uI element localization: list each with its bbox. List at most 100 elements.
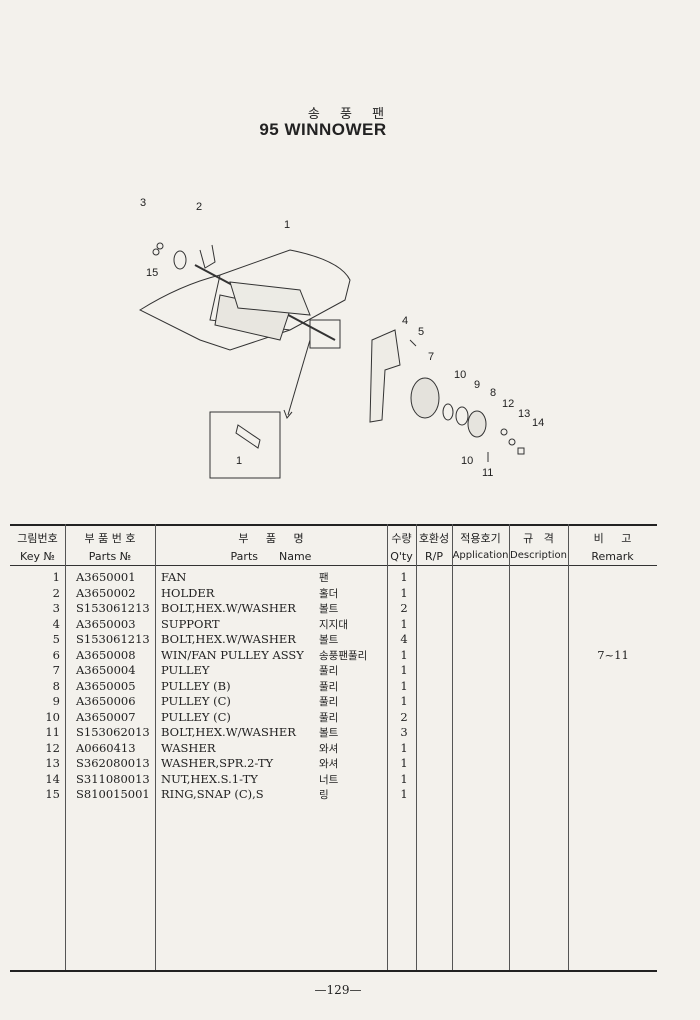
callout-label: 10: [461, 455, 473, 467]
cell-part-name-ko: 풀리: [319, 696, 339, 708]
cell-part-name: BOLT,HEX.W/WASHER: [161, 725, 296, 739]
cell-qty: 1: [400, 787, 408, 801]
detail-box: [309, 319, 341, 349]
cell-part-name: SUPPORT: [161, 616, 220, 631]
table-top-rule: [10, 524, 657, 526]
callout-label: 14: [532, 417, 544, 429]
pulley-9: [455, 406, 469, 426]
callout-label: 10: [454, 369, 466, 381]
cell-part-name: PULLEY: [161, 663, 210, 677]
cell-key: 13: [45, 756, 60, 770]
column-divider: [509, 524, 510, 970]
callout-label: 12: [502, 398, 514, 410]
cell-key: 10: [45, 709, 60, 724]
detail-shaft: [235, 424, 261, 449]
cell-remark: 7~11: [597, 647, 629, 662]
table-header-rule: [10, 565, 657, 566]
fan-blade: [229, 281, 311, 316]
cell-part-name-ko: 홀더: [319, 587, 339, 600]
cell-qty: 1: [400, 570, 408, 584]
header-parts-no-en: Parts №: [88, 550, 132, 563]
pulley-8: [467, 410, 487, 438]
cell-part-number: A3650008: [76, 647, 136, 662]
cell-key: 9: [52, 694, 60, 708]
header-remark-ko: 비 고: [593, 532, 632, 545]
cell-qty: 1: [400, 694, 408, 708]
cell-part-number: A3650007: [76, 709, 136, 724]
snap-ring: [152, 248, 160, 256]
cell-part-number: S153061213: [76, 601, 150, 615]
header-application-en: Application: [452, 550, 509, 561]
nut-14: [517, 447, 525, 455]
cell-qty: 1: [400, 647, 408, 662]
header-description-en: Description: [510, 550, 567, 561]
cell-part-name: BOLT,HEX.W/WASHER: [161, 601, 296, 615]
holder-hub: [173, 250, 187, 270]
table-row: 2 A3650002 HOLDER 홀더 1: [0, 586, 660, 602]
cell-key: 8: [52, 678, 60, 693]
cell-key: 12: [45, 740, 60, 755]
cell-part-name-ko: 볼트: [319, 727, 339, 739]
table-row: 6 A3650008 WIN/FAN PULLEY ASSY 송풍팬풀리 1 7…: [0, 648, 660, 664]
cell-part-name: BOLT,HEX.W/WASHER: [161, 632, 296, 646]
bolt-head: [156, 242, 164, 250]
cell-part-number: A3650004: [76, 663, 136, 677]
cell-part-name-ko: 와셔: [319, 758, 339, 770]
cell-key: 5: [52, 632, 60, 646]
exploded-parts-diagram: 1 2 3 15 4 5 7 10 9 8 12 13 14 10 11 1: [120, 190, 560, 490]
cell-part-name: WASHER,SPR.2-TY: [161, 756, 274, 770]
cell-qty: 1: [400, 756, 408, 770]
callout-label: 8: [490, 387, 496, 399]
callout-label: 1: [284, 219, 290, 231]
table-row: 9 A3650006 PULLEY (C) 풀리 1: [0, 694, 660, 710]
table-row: 10 A3650007 PULLEY (C) 풀리 2: [0, 710, 660, 726]
cell-part-name-ko: 풀리: [319, 711, 339, 724]
cell-part-name-ko: 풀리: [319, 680, 339, 693]
cell-part-number: A3650005: [76, 678, 136, 693]
header-remark-en: Remark: [591, 550, 634, 563]
cell-qty: 2: [400, 601, 408, 615]
cell-part-name: PULLEY (C): [161, 694, 231, 708]
header-parts-name-en: Parts Name: [230, 550, 312, 563]
header-key-ko: 그림번호: [17, 532, 58, 545]
cell-part-number: A3650001: [76, 570, 136, 584]
header-rp-ko: 호환성: [418, 532, 450, 545]
column-divider: [452, 524, 453, 970]
cell-qty: 3: [400, 725, 408, 739]
table-row: 4 A3650003 SUPPORT 지지대 1: [0, 617, 660, 633]
table-row: 3 S153061213 BOLT,HEX.W/WASHER 볼트 2: [0, 601, 660, 617]
callout-label: 15: [146, 267, 158, 279]
cell-key: 2: [52, 585, 60, 600]
table-bottom-rule: [10, 970, 657, 972]
cell-part-name-ko: 너트: [319, 773, 339, 786]
callout-label: 1: [236, 455, 242, 467]
table-row: 1 A3650001 FAN 팬 1: [0, 570, 660, 586]
cell-part-number: S810015001: [76, 787, 150, 801]
cell-qty: 1: [400, 585, 408, 600]
cell-part-name: NUT,HEX.S.1-TY: [161, 771, 258, 786]
cell-qty: 1: [400, 678, 408, 693]
column-divider: [65, 524, 66, 970]
detail-arrowhead: [283, 409, 293, 419]
cell-key: 15: [45, 787, 60, 801]
cell-part-name-ko: 볼트: [319, 603, 339, 615]
callout-label: 11: [482, 467, 493, 479]
cell-key: 6: [52, 647, 60, 662]
table-row: 12 A0660413 WASHER 와셔 1: [0, 741, 660, 757]
cell-qty: 1: [400, 616, 408, 631]
cell-qty: 1: [400, 771, 408, 786]
header-parts-name-ko: 부 품 명: [238, 532, 304, 545]
cell-key: 11: [45, 725, 60, 739]
table-row: 13 S362080013 WASHER,SPR.2-TY 와셔 1: [0, 756, 660, 772]
callout-label: 3: [140, 197, 146, 209]
cell-part-name-ko: 와셔: [319, 742, 339, 755]
fan-housing: [138, 249, 351, 351]
header-qty-ko: 수량: [391, 532, 412, 545]
cell-qty: 4: [400, 632, 408, 646]
cell-part-name-ko: 송풍팬풀리: [319, 649, 368, 662]
cell-part-name: PULLEY (C): [161, 709, 231, 724]
callout-label: 5: [418, 326, 424, 338]
washer-12: [500, 428, 508, 436]
cell-part-number: S153061213: [76, 632, 150, 646]
cell-qty: 2: [400, 709, 408, 724]
